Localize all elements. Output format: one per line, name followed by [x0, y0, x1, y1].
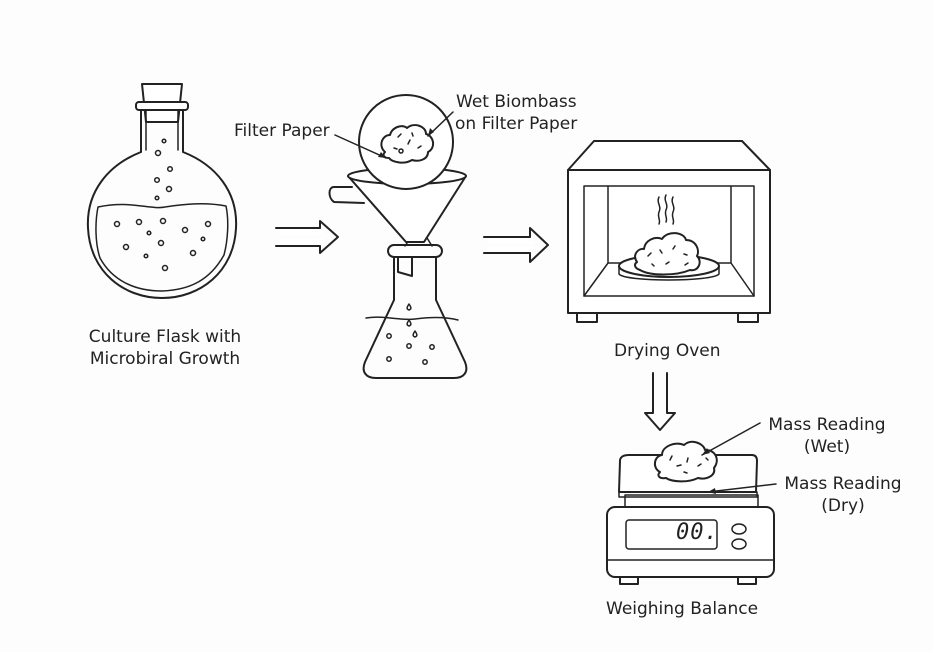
filter-paper-leader	[334, 134, 387, 159]
drying-biomass	[634, 232, 701, 276]
wet-biomass-label-line1: Wet Biombass	[456, 92, 577, 112]
steam-icon	[657, 194, 675, 225]
weighing-balance-label: Weighing Balance	[606, 599, 759, 619]
flask-label: Culture Flask with Microbiral Growth	[70, 326, 260, 370]
culture-liquid	[95, 203, 229, 292]
filtrate-level	[365, 316, 459, 321]
flow-arrow-down	[644, 372, 676, 431]
flask-neck-rim	[387, 244, 443, 258]
wet-mass-leader	[701, 422, 761, 456]
bubbles	[113, 138, 212, 272]
flask-label-line1: Culture Flask with	[88, 327, 242, 347]
wet-biomass-label: Wet Biombass on Filter Paper	[455, 91, 577, 135]
funnel-handle	[328, 186, 365, 204]
weighing-balance-icon	[606, 422, 777, 585]
mass-reading-wet-line1: Mass Reading	[768, 415, 886, 435]
oven-chamber	[583, 185, 755, 297]
balance-display	[625, 519, 718, 550]
wet-biomass-blob	[380, 124, 434, 164]
balance-button-2	[731, 538, 747, 550]
flask-label-line2: Microbiral Growth	[89, 349, 241, 369]
flow-arrow-right-2	[483, 227, 549, 263]
mass-reading-wet-line2: (Wet)	[803, 437, 851, 457]
drying-oven-icon	[567, 140, 771, 323]
dried-biomass	[654, 440, 718, 483]
flask-cork-rim	[135, 101, 189, 111]
mass-reading-wet-label: Mass Reading (Wet)	[762, 414, 892, 458]
balance-foot-left	[619, 576, 639, 585]
balance-foot-right	[737, 576, 757, 585]
funnel-stem	[397, 256, 413, 277]
oven-foot-left	[576, 312, 598, 323]
mass-reading-dry-line1: Mass Reading	[784, 474, 902, 494]
drying-oven-label: Drying Oven	[614, 341, 721, 361]
mass-reading-dry-line2: (Dry)	[821, 496, 865, 516]
dry-mass-leader	[707, 483, 777, 493]
flask-body	[86, 109, 238, 299]
culture-flask-icon	[86, 83, 238, 299]
oven-foot-right	[737, 312, 759, 323]
mass-reading-dry-label: Mass Reading (Dry)	[778, 473, 908, 517]
filtration-setup-icon	[328, 94, 468, 379]
balance-button-1	[731, 523, 747, 535]
wet-biomass-label-line2: on Filter Paper	[455, 114, 578, 134]
oven-top	[567, 140, 771, 171]
receiving-flask	[362, 253, 468, 379]
filter-paper-label: Filter Paper	[234, 121, 330, 141]
balance-readout: 00.	[676, 520, 719, 545]
flow-arrow-right-1	[275, 220, 339, 254]
